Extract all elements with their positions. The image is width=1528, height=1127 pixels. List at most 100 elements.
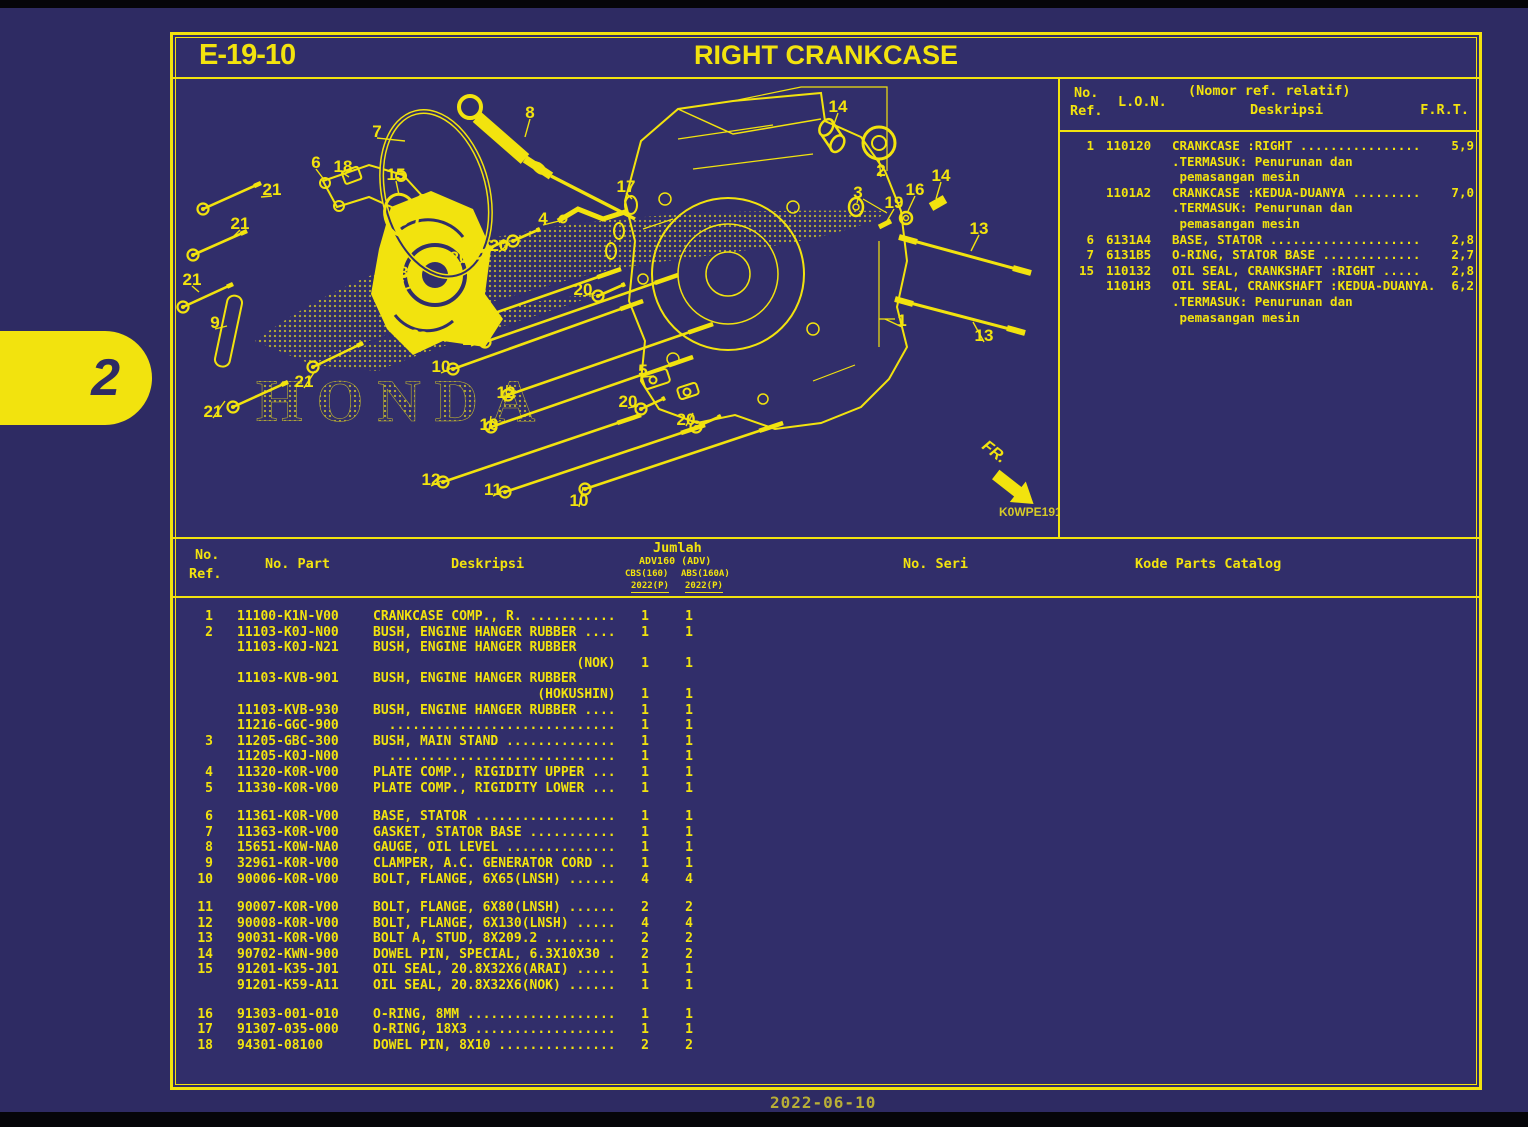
phead-variant-left: CBS(160)	[625, 569, 669, 579]
fr-arrow: FR.	[979, 438, 1034, 505]
callout-leader	[409, 336, 422, 343]
callout-leader	[970, 234, 980, 252]
callout-leader	[578, 486, 584, 508]
callout-number: 11	[484, 480, 502, 499]
callout-leader	[856, 198, 859, 204]
callout-number: 12	[497, 383, 516, 402]
refhead-frt: F.R.T.	[1420, 102, 1469, 118]
callout-number: 9	[210, 313, 219, 332]
oil-seal	[383, 192, 419, 238]
page-frame: E-19-10 RIGHT CRANKCASE HONDA	[170, 32, 1482, 1090]
parts-table-row: 11205-K0J-N00 ..........................…	[237, 749, 693, 765]
phead-model: ADV160 (ADV)	[639, 556, 712, 567]
callout-number: 21	[231, 214, 250, 233]
plates-and-clamper	[213, 165, 700, 401]
callout-number: 6	[311, 153, 320, 172]
chapter-tab-number: 2	[91, 349, 120, 407]
parts-table-header: No. Ref. No. Part Deskripsi Jumlah ADV16…	[173, 537, 1479, 598]
callout-leader	[582, 292, 596, 297]
ref-table-row: .TERMASUK: Penurunan dan	[1172, 200, 1353, 216]
chapter-tab[interactable]: 2	[0, 331, 152, 425]
section-code: E-19-10	[199, 39, 296, 71]
callout-leader	[627, 405, 639, 409]
callout-leader	[884, 318, 903, 328]
honda-watermark: HONDA	[256, 368, 549, 434]
callout-number: 14	[829, 97, 848, 116]
phead-no: No.	[195, 547, 220, 563]
callout-number: 20	[574, 280, 593, 299]
parts-table: No. Ref. No. Part Deskripsi Jumlah ADV16…	[173, 537, 1479, 1081]
table-gap	[173, 994, 1479, 1007]
callout-number: 18	[334, 157, 353, 176]
callout-number: 18	[390, 263, 409, 282]
callout-number: 20	[619, 392, 638, 411]
footer-date: 2022-06-10	[770, 1093, 877, 1112]
top-black-strip	[0, 0, 1528, 8]
ref-table-row: pemasangan mesin	[1172, 215, 1300, 231]
callout-leader	[505, 384, 508, 400]
phead-kode: Kode Parts Catalog	[1135, 556, 1282, 572]
phead-variant-right: ABS(160A)	[681, 569, 730, 579]
refhead-no: No.	[1074, 85, 1099, 101]
callout-number: 17	[617, 177, 636, 196]
fr-label: FR.	[979, 438, 1010, 467]
callout-number: 21	[263, 180, 282, 199]
callout-number: 15	[387, 165, 406, 184]
callout-number: 10	[480, 415, 499, 434]
callout-leader	[430, 480, 442, 487]
callout-leader	[458, 253, 474, 265]
bottom-black-strip	[0, 1112, 1528, 1127]
ref-table-row: .TERMASUK: Penurunan dan	[1172, 293, 1353, 309]
callout-leader	[524, 118, 531, 138]
callout-leader	[260, 195, 273, 198]
callout-leader	[832, 112, 839, 128]
callout-number: 8	[525, 103, 534, 122]
callout-leader	[398, 278, 405, 282]
refhead-ref: Ref.	[1070, 103, 1103, 119]
small-o-rings	[605, 195, 638, 260]
table-gap	[173, 796, 1479, 809]
refhead-deskripsi: Deskripsi	[1250, 102, 1324, 118]
callout-leader	[470, 340, 484, 347]
callout-number: 12	[422, 470, 441, 489]
callout-leader	[376, 137, 406, 142]
callout-leader	[542, 219, 564, 226]
callout-number: 11	[462, 330, 480, 349]
hanger-bushings	[818, 117, 948, 230]
crankcase-body	[623, 91, 909, 431]
callout-number: 14	[932, 166, 951, 185]
callout-leader	[342, 172, 350, 178]
refhead-lon: L.O.N.	[1118, 94, 1167, 110]
phead-ref: Ref.	[189, 566, 222, 582]
callout-number: 21	[204, 402, 223, 421]
parts-table-row: 11216-GGC-900 ..........................…	[237, 718, 693, 734]
callout-number: 3	[853, 183, 862, 202]
callout-leader	[440, 367, 453, 374]
phead-no-seri: No. Seri	[903, 556, 969, 572]
callout-leader	[232, 229, 241, 238]
callout-leader	[642, 375, 655, 378]
callout-number: 16	[906, 180, 925, 199]
callout-number: 1	[897, 311, 906, 330]
reference-panel: No. Ref. L.O.N. (Nomor ref. relatif) Des…	[1058, 79, 1479, 537]
callout-leader	[886, 208, 895, 222]
callout-leader	[878, 158, 882, 178]
callout-leader	[303, 370, 316, 389]
